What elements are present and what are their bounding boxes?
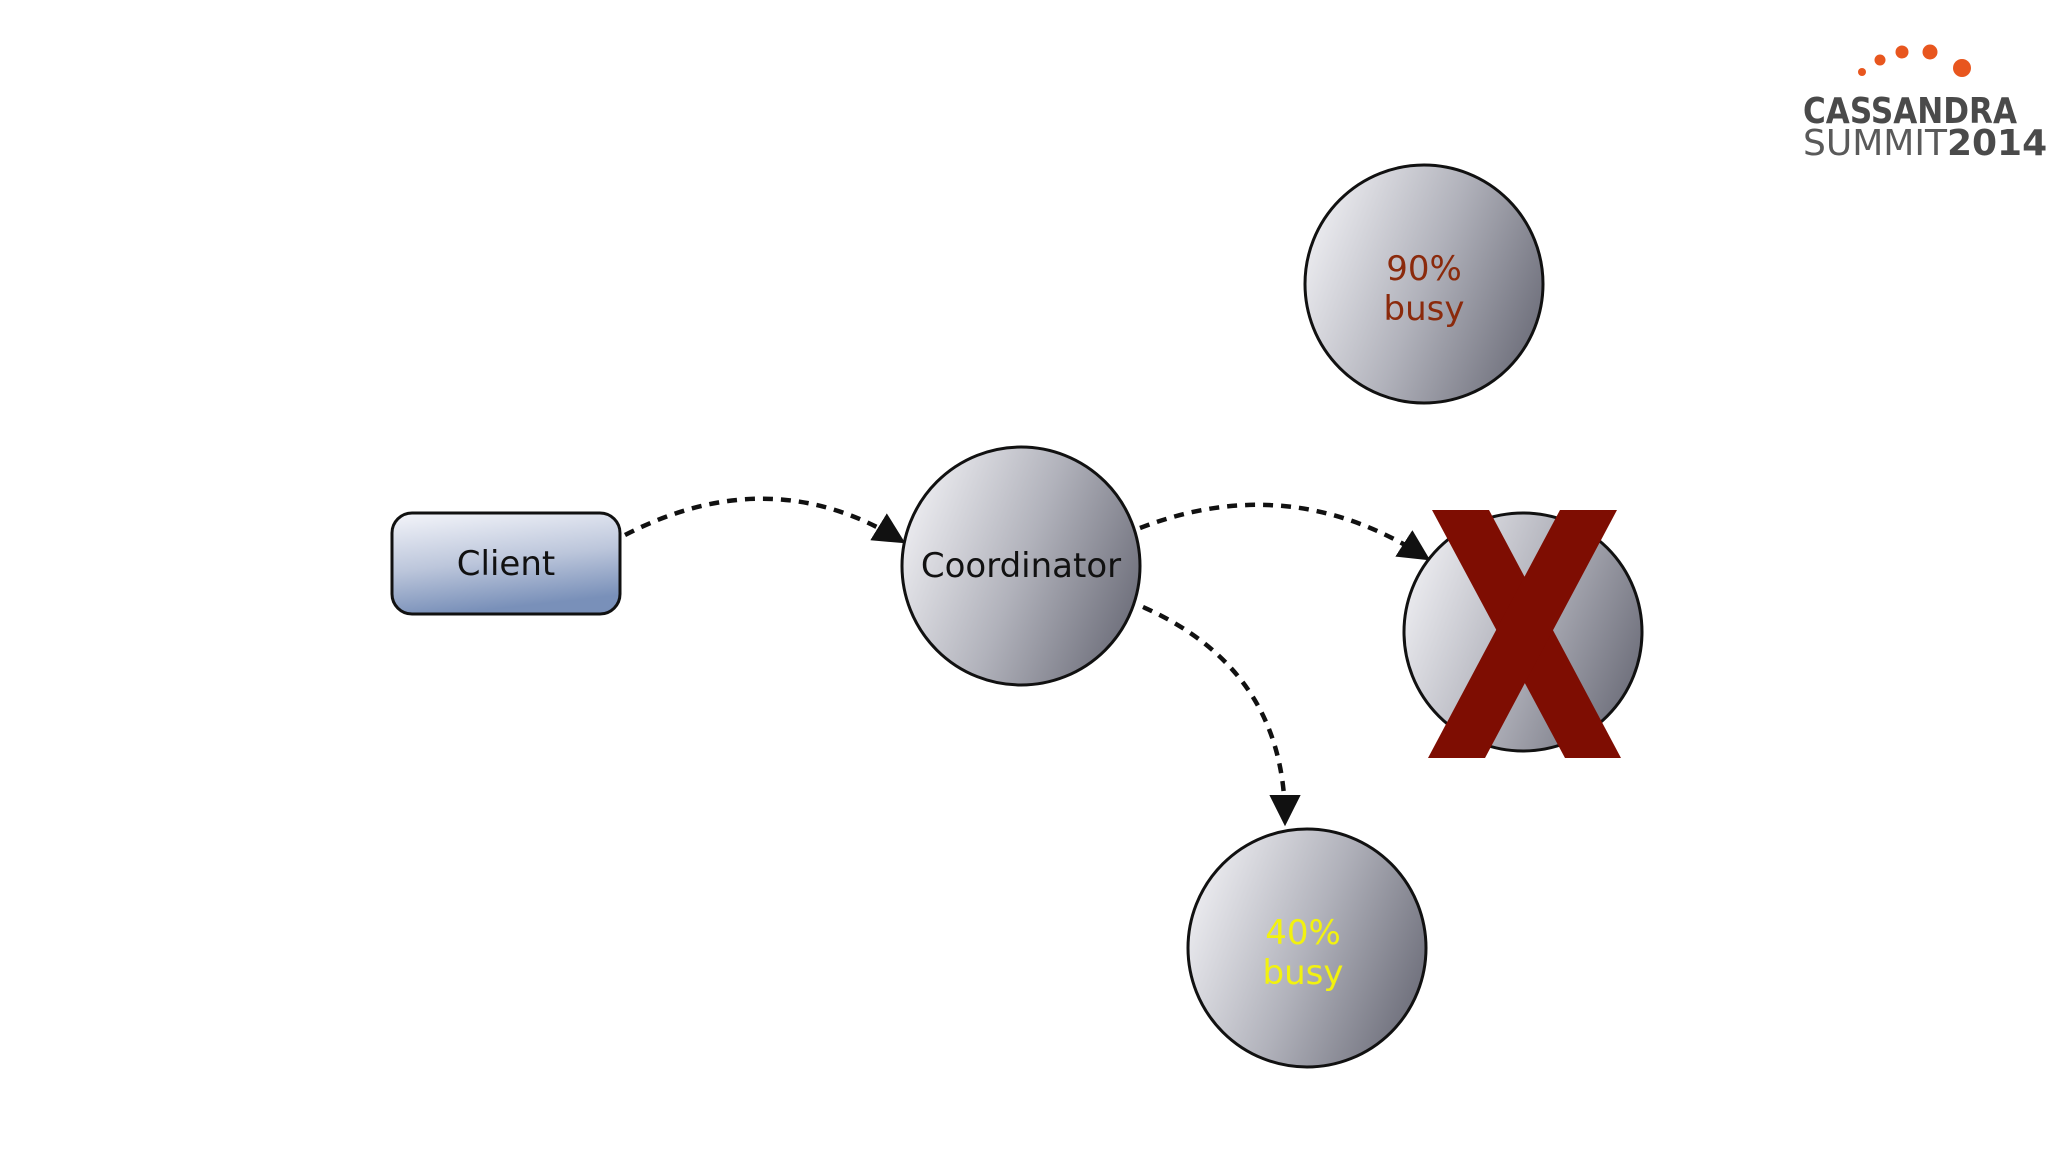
replica-node-busy-90: 90% busy (1303, 163, 1545, 405)
arrow-coordinator-to-bottom-replica (1142, 604, 1301, 827)
cassandra-summit-logo: CASSANDRA SUMMIT2014 (1803, 44, 2047, 164)
client-label: Client (457, 544, 555, 584)
logo-year-text: 2014 (1947, 123, 2047, 164)
replica-bottom-status: busy (1263, 953, 1344, 993)
replica-node-failed (1402, 510, 1644, 758)
coordinator-label: Coordinator (921, 546, 1121, 586)
replica-top-load: 90% (1386, 249, 1462, 289)
logo-summit-text: SUMMIT (1803, 123, 1948, 164)
logo-title: CASSANDRA (1803, 91, 2017, 132)
request-arrows (623, 496, 1431, 827)
coordinator-node: Coordinator (900, 445, 1142, 687)
client-node: Client (390, 511, 622, 616)
arrow-coordinator-to-failed-replica (1139, 502, 1431, 561)
replica-bottom-load: 40% (1265, 913, 1341, 953)
replica-node-busy-40: 40% busy (1186, 827, 1428, 1069)
logo-subtitle: SUMMIT2014 (1803, 123, 2047, 164)
replica-top-status: busy (1384, 289, 1465, 329)
arrow-client-to-coordinator (623, 496, 906, 544)
failed-x-icon (1428, 510, 1621, 758)
logo-dots-icon (1858, 44, 1971, 77)
